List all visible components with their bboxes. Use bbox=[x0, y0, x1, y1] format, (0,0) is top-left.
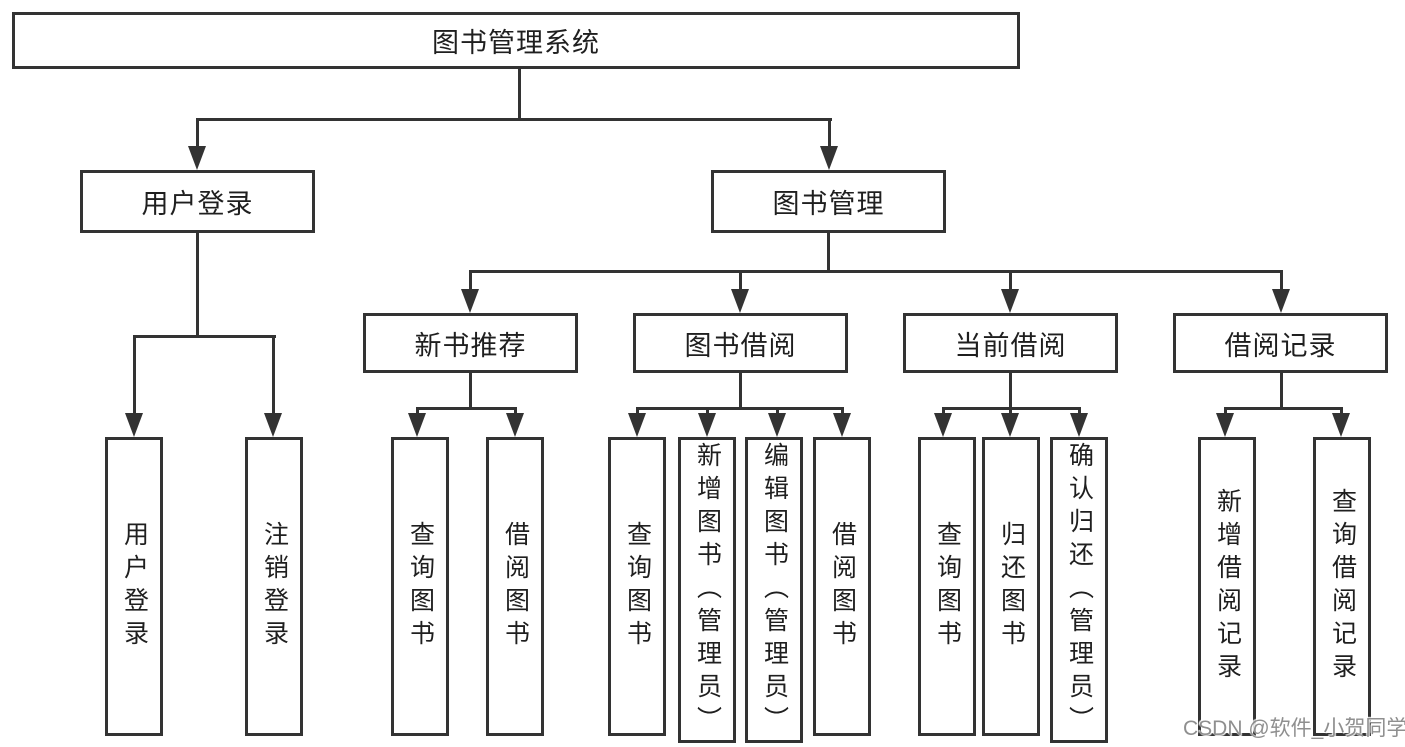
connector-vline bbox=[518, 68, 521, 120]
node-label: 确认归还（管理员） bbox=[1065, 441, 1094, 739]
connector-vline bbox=[416, 407, 419, 417]
connector-hline bbox=[196, 118, 832, 121]
node-label: 借阅记录 bbox=[1224, 330, 1337, 361]
node-label: 图书借阅 bbox=[684, 330, 797, 361]
node-book-borrow: 图书借阅 bbox=[633, 313, 848, 373]
connector-vline bbox=[841, 407, 844, 417]
arrow-down-icon bbox=[833, 413, 851, 437]
leaf-query-books: 查询图书 bbox=[608, 437, 666, 736]
arrow-down-icon bbox=[1332, 413, 1350, 437]
connector-vline bbox=[636, 407, 639, 417]
node-label: 查询图书 bbox=[933, 520, 962, 653]
arrow-down-icon bbox=[1001, 413, 1019, 437]
connector-hline bbox=[1224, 407, 1343, 410]
node-label: 图书管理 bbox=[772, 189, 885, 219]
arrow-down-icon bbox=[408, 413, 426, 437]
arrow-down-icon bbox=[188, 146, 206, 170]
connector-vline bbox=[469, 270, 472, 292]
connector-vline bbox=[1009, 373, 1012, 410]
connector-vline bbox=[514, 407, 517, 417]
connector-vline bbox=[196, 118, 199, 150]
arrow-down-icon bbox=[934, 413, 952, 437]
node-label: 查询图书 bbox=[406, 520, 435, 653]
csdn-watermark: CSDN @软件_小贺同学 bbox=[1183, 717, 1405, 740]
node-label: 归还图书 bbox=[997, 520, 1026, 653]
arrow-down-icon bbox=[264, 413, 282, 437]
node-borrow-records: 借阅记录 bbox=[1173, 313, 1388, 373]
node-label: 图书管理系统 bbox=[432, 28, 600, 58]
node-label: 用户登录 bbox=[141, 189, 254, 219]
node-new-book-recommend: 新书推荐 bbox=[363, 313, 578, 373]
leaf-query-borrow-record: 查询借阅记录 bbox=[1313, 437, 1371, 736]
connector-hline bbox=[469, 270, 1283, 273]
arrow-down-icon bbox=[820, 146, 838, 170]
arrow-down-icon bbox=[1001, 289, 1019, 313]
arrow-down-icon bbox=[1272, 289, 1290, 313]
connector-vline bbox=[1009, 270, 1012, 292]
node-label: 新书推荐 bbox=[414, 330, 527, 361]
arrow-down-icon bbox=[698, 413, 716, 437]
node-label: 借阅图书 bbox=[501, 520, 530, 653]
arrow-down-icon bbox=[768, 413, 786, 437]
connector-vline bbox=[1340, 407, 1343, 417]
connector-vline bbox=[469, 373, 472, 410]
node-label: 查询借阅记录 bbox=[1328, 487, 1357, 686]
connector-vline bbox=[706, 407, 709, 417]
leaf-add-borrow-record: 新增借阅记录 bbox=[1198, 437, 1256, 736]
leaf-logout: 注销登录 bbox=[245, 437, 303, 736]
connector-vline bbox=[827, 233, 830, 272]
connector-vline bbox=[1280, 373, 1283, 410]
node-label: 用户登录 bbox=[120, 520, 149, 653]
leaf-query-books: 查询图书 bbox=[391, 437, 449, 736]
arrow-down-icon bbox=[1070, 413, 1088, 437]
connector-vline bbox=[272, 335, 275, 417]
connector-vline bbox=[196, 233, 199, 338]
node-label: 注销登录 bbox=[260, 520, 289, 653]
leaf-user-login: 用户登录 bbox=[105, 437, 163, 736]
arrow-down-icon bbox=[506, 413, 524, 437]
node-label: 当前借阅 bbox=[954, 330, 1067, 361]
node-label: 新增图书（管理员） bbox=[693, 441, 722, 739]
connector-vline bbox=[133, 335, 136, 417]
leaf-borrow-books: 借阅图书 bbox=[486, 437, 544, 736]
leaf-edit-books-admin: 编辑图书（管理员） bbox=[745, 437, 803, 743]
connector-vline bbox=[1224, 407, 1227, 417]
connector-vline bbox=[942, 407, 945, 417]
leaf-confirm-return-admin: 确认归还（管理员） bbox=[1050, 437, 1108, 743]
leaf-add-books-admin: 新增图书（管理员） bbox=[678, 437, 736, 743]
arrow-down-icon bbox=[731, 289, 749, 313]
arrow-down-icon bbox=[1216, 413, 1234, 437]
node-root: 图书管理系统 bbox=[12, 12, 1020, 69]
node-label: 新增借阅记录 bbox=[1213, 487, 1242, 686]
node-book-management: 图书管理 bbox=[711, 170, 946, 233]
leaf-borrow-books: 借阅图书 bbox=[813, 437, 871, 736]
node-current-borrow: 当前借阅 bbox=[903, 313, 1118, 373]
connector-hline bbox=[636, 407, 844, 410]
connector-vline bbox=[828, 118, 831, 150]
leaf-return-books: 归还图书 bbox=[982, 437, 1040, 736]
node-user-login: 用户登录 bbox=[80, 170, 315, 233]
connector-vline bbox=[1280, 270, 1283, 292]
leaf-query-books: 查询图书 bbox=[918, 437, 976, 736]
arrow-down-icon bbox=[125, 413, 143, 437]
node-label: 借阅图书 bbox=[828, 520, 857, 653]
connector-hline bbox=[416, 407, 517, 410]
connector-vline bbox=[776, 407, 779, 417]
connector-vline bbox=[1009, 407, 1012, 417]
node-label: 查询图书 bbox=[623, 520, 652, 653]
arrow-down-icon bbox=[628, 413, 646, 437]
arrow-down-icon bbox=[461, 289, 479, 313]
node-label: 编辑图书（管理员） bbox=[760, 441, 789, 739]
connector-hline bbox=[133, 335, 276, 338]
connector-vline bbox=[739, 270, 742, 292]
connector-vline bbox=[739, 373, 742, 410]
connector-vline bbox=[1078, 407, 1081, 417]
